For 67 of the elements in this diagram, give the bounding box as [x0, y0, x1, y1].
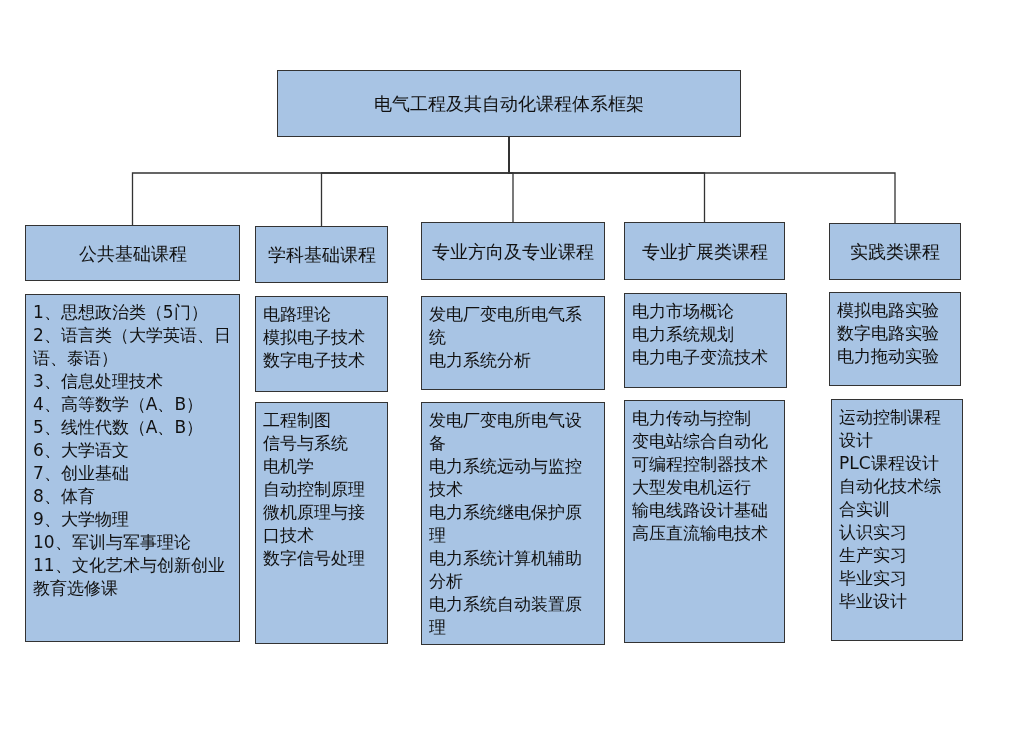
course-item: 毕业实习	[839, 567, 908, 590]
course-item: 电力系统规划	[632, 323, 735, 346]
course-item: 数字电路实验	[837, 322, 940, 345]
course-item: 电力传动与控制	[632, 407, 752, 430]
course-item: PLC课程设计	[839, 452, 940, 475]
category-box	[829, 223, 961, 280]
category-box	[421, 222, 605, 280]
course-item: 输电线路设计基础	[632, 499, 769, 522]
course-list-box	[421, 296, 605, 390]
course-item: 电机学	[263, 455, 315, 478]
course-item: 8、体育	[33, 485, 96, 508]
course-item: 9、大学物理	[33, 508, 130, 531]
course-list-box	[255, 402, 388, 644]
title-box	[277, 70, 741, 137]
course-item: 电力电子变流技术	[632, 346, 769, 369]
course-item: 电力市场概论	[632, 300, 735, 323]
course-item: 4、高等数学（A、B）	[33, 393, 205, 416]
root-label: 电气工程及其自动化课程体系框架	[374, 91, 644, 116]
course-item: 认识实习	[839, 521, 908, 544]
category-box	[624, 222, 785, 280]
course-item: 毕业设计	[839, 590, 908, 613]
course-item: 电力拖动实验	[837, 345, 940, 368]
course-item: 工程制图	[263, 409, 332, 432]
category-label: 专业扩展类课程	[641, 239, 768, 263]
course-item: 电力系统远动与监控技术	[429, 455, 583, 501]
course-item: 11、文化艺术与创新创业教育选修课	[33, 554, 226, 600]
course-item: 电力系统分析	[429, 349, 532, 372]
course-item: 数字信号处理	[263, 547, 366, 570]
course-item: 数字电子技术	[263, 349, 366, 372]
course-item: 可编程控制器技术	[632, 453, 769, 476]
category-box	[25, 225, 240, 281]
course-item: 变电站综合自动化	[632, 430, 769, 453]
course-item: 运动控制课程设计	[839, 406, 942, 452]
course-item: 6、大学语文	[33, 439, 130, 462]
course-item: 大型发电机运行	[632, 476, 752, 499]
course-item: 微机原理与接口技术	[263, 501, 366, 547]
course-item: 电力系统自动装置原理	[429, 593, 583, 639]
course-item: 电力系统继电保护原理	[429, 501, 583, 547]
course-list-box	[624, 400, 785, 643]
course-item: 高压直流输电技术	[632, 522, 769, 545]
course-item: 10、军训与军事理论	[33, 531, 192, 554]
course-item: 生产实习	[839, 544, 908, 567]
course-item: 电力系统计算机辅助分析	[429, 547, 583, 593]
course-list-box	[829, 292, 961, 386]
category-label: 实践类课程	[850, 240, 940, 263]
course-item: 5、线性代数（A、B）	[33, 416, 205, 439]
course-list-box	[25, 294, 240, 642]
course-item: 1、思想政治类（5门）	[33, 301, 209, 324]
course-item: 发电厂变电所电气系统	[429, 303, 583, 349]
course-list-box	[831, 399, 963, 641]
course-item: 7、创业基础	[33, 462, 130, 485]
course-item: 电路理论	[263, 303, 332, 326]
course-item: 模拟电路实验	[837, 299, 940, 322]
course-list-box	[421, 402, 605, 645]
course-item: 信号与系统	[263, 432, 349, 455]
category-label: 公共基础课程	[78, 241, 187, 265]
category-label: 专业方向及专业课程	[432, 239, 594, 263]
course-item: 3、信息处理技术	[33, 370, 164, 393]
course-item: 模拟电子技术	[263, 326, 366, 349]
course-item: 自动化技术综合实训	[839, 475, 942, 521]
course-item: 发电厂变电所电气设备	[429, 409, 583, 455]
category-box	[255, 226, 388, 283]
category-label: 学科基础课程	[267, 243, 376, 266]
course-item: 2、语言类（大学英语、日语、泰语）	[33, 324, 232, 370]
course-item: 自动控制原理	[263, 478, 366, 501]
course-list-box	[255, 296, 388, 392]
course-list-box	[624, 293, 787, 388]
